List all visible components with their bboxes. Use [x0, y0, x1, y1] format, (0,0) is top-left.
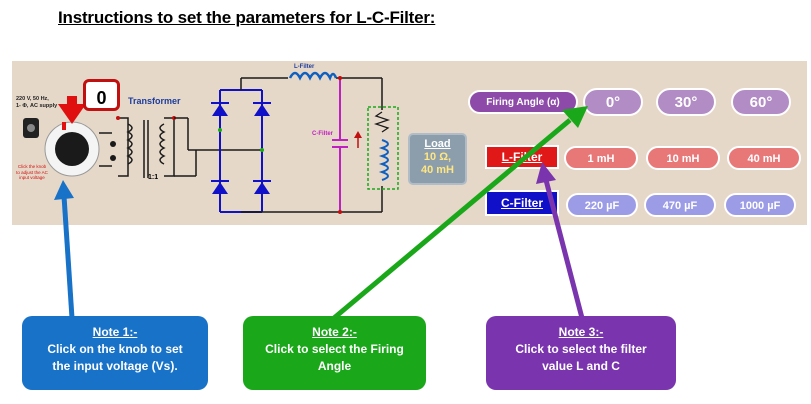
c-filter-label: C-Filter	[312, 131, 333, 137]
c-option-220uf[interactable]: 220 µF	[566, 193, 638, 217]
load-inductance: 40 mH	[420, 164, 455, 176]
note-1: Note 1:- Click on the knob to set the in…	[22, 316, 208, 390]
thyristor-t2-icon	[253, 180, 271, 194]
note-2-line-2: Angle	[317, 359, 352, 373]
note-3: Note 3:- Click to select the filter valu…	[486, 316, 676, 390]
ac-socket-icon	[23, 118, 39, 138]
page-title: Instructions to set the parameters for L…	[58, 8, 436, 27]
angle-option-0[interactable]: 0°	[583, 88, 643, 116]
knob-hint-line-2: to adjust the AC	[16, 169, 48, 175]
knob-hint: Click the knob to adjust the AC input vo…	[12, 164, 52, 181]
load-inductor-icon	[378, 139, 389, 181]
c-option-470uf[interactable]: 470 µF	[644, 193, 716, 217]
l-filter-label: L-Filter	[294, 64, 315, 70]
thyristor-t4-icon	[211, 180, 229, 194]
note-3-heading: Note 3:-	[558, 325, 604, 339]
note-2-line-1: Click to select the Firing	[265, 342, 404, 356]
l-option-1mh[interactable]: 1 mH	[564, 146, 638, 170]
supply-label: 220 V, 50 Hz, 1- Φ, AC supply	[16, 96, 57, 110]
note-3-line-2: value L and C	[542, 359, 620, 373]
note-1-line-2: the input voltage (Vs).	[52, 359, 178, 373]
load-title: Load	[424, 138, 451, 150]
angle-option-60[interactable]: 60°	[731, 88, 791, 116]
angle-option-30[interactable]: 30°	[656, 88, 716, 116]
inductor-icon	[288, 71, 338, 82]
resistor-icon	[373, 111, 391, 133]
firing-angle-label: Firing Angle (α)	[468, 90, 578, 114]
note-2: Note 2:- Click to select the Firing Angl…	[243, 316, 426, 390]
note-1-line-1: Click on the knob to set	[47, 342, 183, 356]
load-box: Load 10 Ω, 40 mH	[408, 133, 467, 185]
supply-line-2: 1- Φ, AC supply	[16, 103, 58, 109]
thyristor-t3-icon	[253, 102, 271, 116]
ratio-label: 1:1	[148, 174, 159, 181]
load-resistance: 10 Ω,	[423, 151, 452, 163]
voltage-knob[interactable]	[44, 96, 100, 177]
l-option-10mh[interactable]: 10 mH	[646, 146, 720, 170]
note-3-line-1: Click to select the filter	[515, 342, 647, 356]
l-filter-button[interactable]: L-Filter	[485, 145, 559, 169]
note-2-heading: Note 2:-	[312, 325, 357, 339]
transformer-icon	[118, 117, 175, 178]
knob-hint-line-3: input voltage	[19, 175, 45, 180]
knob-hint-line-1: Click the knob	[17, 164, 47, 169]
thyristor-t1-icon	[211, 102, 229, 116]
l-option-40mh[interactable]: 40 mH	[727, 146, 801, 170]
voltage-display: 0	[83, 79, 120, 111]
note-1-heading: Note 1:-	[92, 325, 138, 339]
supply-line-1: 220 V, 50 Hz,	[16, 96, 49, 102]
c-option-1000uf[interactable]: 1000 µF	[724, 193, 796, 217]
c-filter-button[interactable]: C-Filter	[485, 190, 559, 216]
capacitor-icon	[332, 78, 348, 212]
transformer-label: Transformer	[128, 96, 181, 106]
